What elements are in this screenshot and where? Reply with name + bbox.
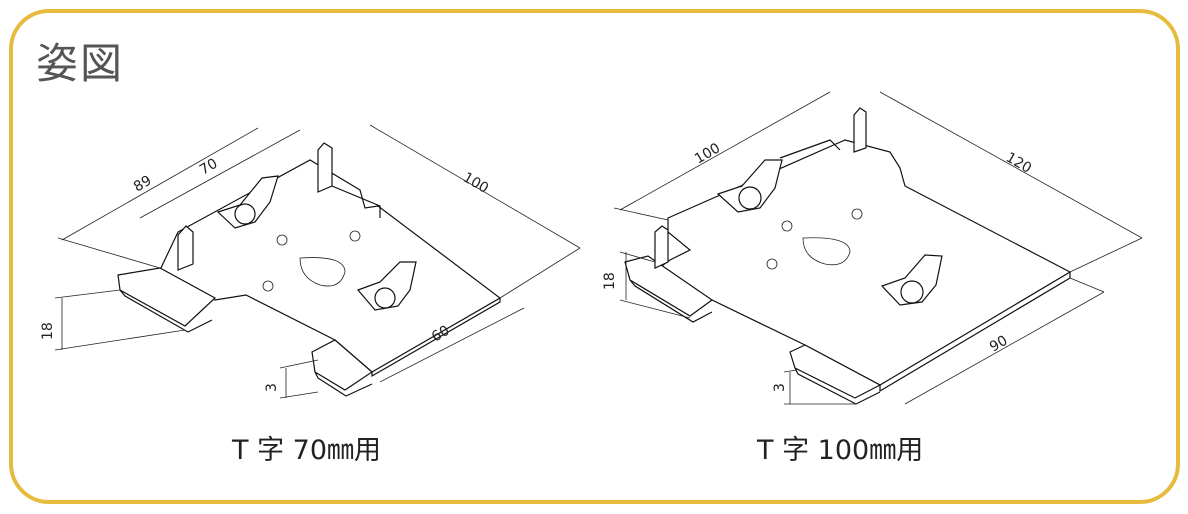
- dim-120: 120: [1003, 150, 1034, 177]
- dim-70: 70: [197, 156, 220, 179]
- dim-100: 100: [692, 140, 723, 167]
- dim-100: 100: [460, 170, 491, 197]
- dim-90: 90: [987, 333, 1010, 356]
- caption-t100: T 字 100㎜用: [757, 435, 924, 466]
- dim-18: 18: [602, 272, 618, 290]
- page-title: 姿図: [36, 39, 125, 88]
- dim-18: 18: [40, 322, 56, 340]
- dim-3: 3: [264, 383, 280, 392]
- bracket-70-drawing: [54, 124, 581, 399]
- dim-3: 3: [772, 383, 788, 392]
- bracket-100-drawing: [613, 91, 1143, 405]
- dim-60: 60: [429, 323, 452, 346]
- dim-89: 89: [131, 173, 154, 196]
- caption-t70: T 字 70㎜用: [232, 435, 382, 466]
